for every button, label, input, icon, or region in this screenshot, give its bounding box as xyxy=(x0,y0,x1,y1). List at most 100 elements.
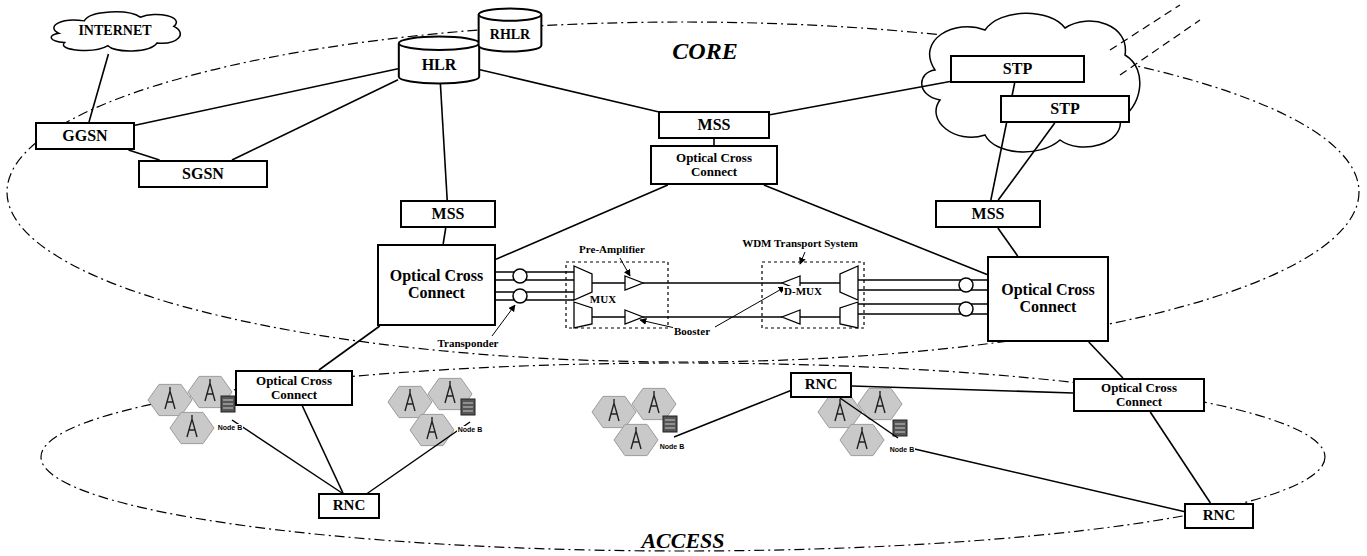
part-label: WDM Transport System xyxy=(741,238,859,250)
node-label: RNC xyxy=(801,377,842,393)
radio-cell xyxy=(592,396,636,427)
node-b-icon xyxy=(223,404,233,405)
wdm-enclosure xyxy=(566,262,668,328)
node-label: GGSN xyxy=(58,128,111,145)
radio-cell xyxy=(410,414,454,445)
antenna-tower xyxy=(649,391,659,413)
network-element-box: Optical Cross Connect xyxy=(377,244,496,326)
antenna-tower xyxy=(609,399,619,421)
leader-line xyxy=(800,252,805,264)
wdm-enclosure xyxy=(762,262,864,328)
fiber-line xyxy=(800,282,840,283)
node-label: Optical Cross Connect xyxy=(237,374,351,401)
antenna-tower xyxy=(857,427,867,449)
amplifier-symbol xyxy=(625,310,643,324)
network-element-box: STP xyxy=(1000,95,1130,123)
node-b-icon xyxy=(463,407,473,408)
node-label: Optical Cross Connect xyxy=(652,151,776,178)
link-line xyxy=(480,70,658,112)
link-line xyxy=(1150,412,1210,503)
fiber-line xyxy=(493,291,574,292)
link-line xyxy=(1089,342,1123,378)
link-line xyxy=(852,386,1073,393)
link-line xyxy=(496,185,668,259)
amplifier-symbol xyxy=(625,276,643,290)
leader-line xyxy=(715,287,785,327)
link-line xyxy=(135,69,398,125)
node-label: INTERNET xyxy=(74,24,155,39)
transponder-symbol xyxy=(513,269,527,283)
node-b-icon xyxy=(665,424,675,425)
network-element-box: Optical Cross Connect xyxy=(987,256,1109,342)
radio-link xyxy=(674,390,792,437)
part-label: Booster xyxy=(673,326,711,338)
link-line xyxy=(443,228,446,244)
node-b-icon xyxy=(665,420,675,421)
node-label: STP xyxy=(999,61,1036,78)
transponder-symbol xyxy=(959,302,973,316)
fiber-line xyxy=(643,282,782,283)
antenna-tower xyxy=(445,381,455,403)
node-label: RHLR xyxy=(486,28,534,43)
network-element-box: GGSN xyxy=(35,122,135,150)
fiber-line xyxy=(592,316,625,317)
part-label: MUX xyxy=(589,294,617,306)
link-line xyxy=(770,81,950,114)
core-region xyxy=(7,22,1359,362)
network-element-box: MSS xyxy=(658,111,770,139)
leader-line xyxy=(620,258,630,276)
network-element-box: MSS xyxy=(935,200,1041,228)
node-b-icon xyxy=(223,408,233,409)
link-line xyxy=(998,228,1018,256)
node-b-icon xyxy=(223,400,233,401)
node-label: HLR xyxy=(418,57,461,74)
fiber-line xyxy=(800,316,840,317)
node-label: MSS xyxy=(968,206,1009,223)
node-b-icon xyxy=(665,428,675,429)
part-label: D-MUX xyxy=(783,286,823,298)
radio-link xyxy=(365,422,470,495)
link-line xyxy=(998,123,1054,200)
link-line xyxy=(319,326,380,370)
node-b-icon xyxy=(463,403,473,404)
database-cylinder: HLR xyxy=(398,36,480,84)
node-label: SGSN xyxy=(178,166,228,183)
demux-symbol xyxy=(840,266,858,300)
network-element-box: Optical Cross Connect xyxy=(1073,378,1205,412)
link-line xyxy=(128,150,159,160)
link-line xyxy=(89,54,108,122)
fiber-line xyxy=(493,271,574,272)
database-cylinder: RHLR xyxy=(478,8,542,52)
node-label: MSS xyxy=(428,206,469,223)
fiber-line xyxy=(493,299,574,300)
radio-cell xyxy=(818,396,862,427)
antenna-tower xyxy=(405,389,415,411)
radio-cell xyxy=(170,412,214,443)
link-line xyxy=(764,185,987,275)
radio-link xyxy=(906,447,1186,512)
radio-link xyxy=(232,420,345,495)
antenna-tower xyxy=(205,379,215,401)
part-label: Node B xyxy=(217,424,244,431)
network-element-box: SGSN xyxy=(138,160,268,188)
fiber-line xyxy=(493,279,574,280)
part-label: Node B xyxy=(889,446,916,453)
node-label: Optical Cross Connect xyxy=(379,268,494,302)
radio-cell xyxy=(614,424,658,455)
trunk-line xyxy=(1110,5,1180,50)
network-element-box: RNC xyxy=(790,372,852,398)
node-b-icon xyxy=(893,420,907,436)
radio-cell xyxy=(632,388,676,419)
antenna-tower xyxy=(427,417,437,439)
network-cloud: INTERNET xyxy=(45,8,185,54)
node-label: Optical Cross Connect xyxy=(989,282,1107,316)
part-label: Pre-Amplifier xyxy=(578,244,646,256)
amplifier-symbol xyxy=(782,310,800,324)
cloud-body xyxy=(51,12,180,51)
node-label: STP xyxy=(1046,101,1083,118)
link-line xyxy=(232,80,398,160)
